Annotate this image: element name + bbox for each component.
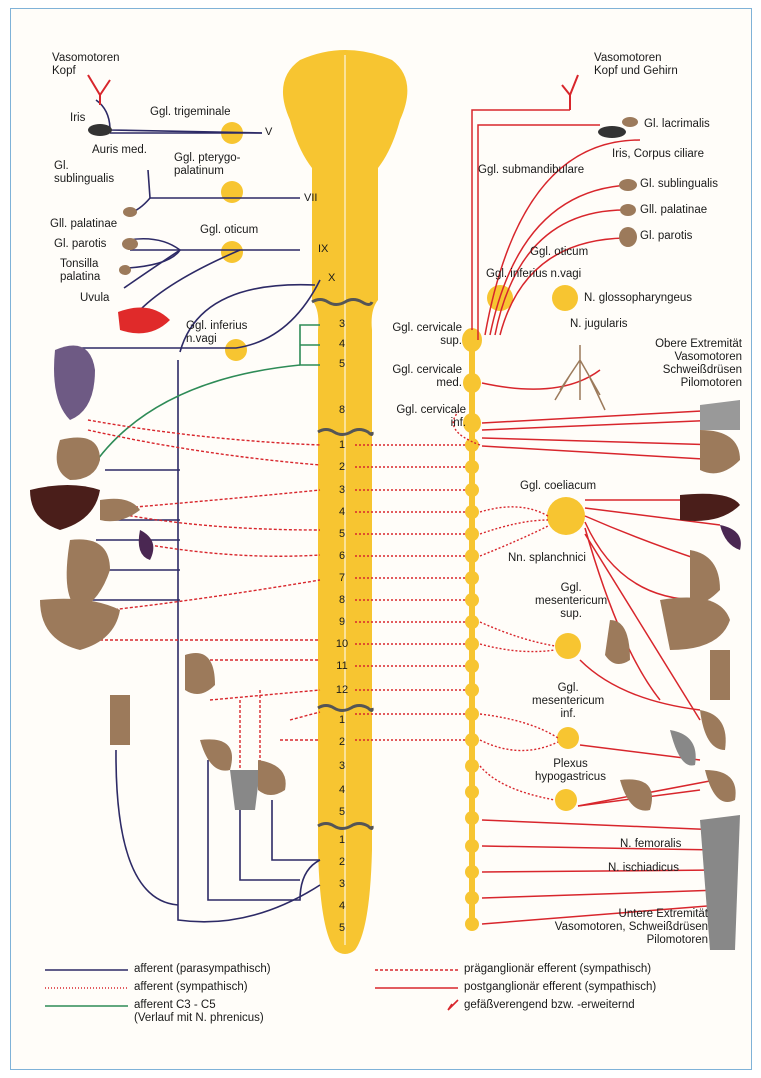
segment-t8: 8 [332, 594, 352, 606]
legend-afferent-sym: afferent (sympathisch) [134, 981, 248, 994]
label-iris: Iris [70, 112, 85, 125]
label-n-femoralis: N. femoralis [620, 838, 681, 851]
label-n-glossopharyngeus: N. glossopharyngeus [584, 292, 692, 305]
segment-s2: 2 [332, 856, 352, 868]
segment-l2: 2 [332, 736, 352, 748]
cranial-nerve-vii: VII [304, 192, 317, 204]
segment-t7: 7 [332, 572, 352, 584]
label-ggl-cervicale-med: Ggl. cervicale med. [366, 364, 462, 390]
segment-l1: 1 [332, 714, 352, 726]
segment-l5: 5 [332, 806, 352, 818]
segment-t6: 6 [332, 550, 352, 562]
label-n-jugularis: N. jugularis [570, 318, 628, 331]
label-tonsilla: Tonsilla palatina [60, 258, 100, 284]
label-ggl-cervicale-sup: Ggl. cervicale sup. [372, 322, 462, 348]
label-ggl-mesentericum-inf: Ggl. mesentericum inf. [532, 682, 604, 721]
segment-s3: 3 [332, 878, 352, 890]
segment-t5: 5 [332, 528, 352, 540]
label-gl-lacrimalis: Gl. lacrimalis [644, 118, 710, 131]
label-gll-palatinae-left: Gll. palatinae [50, 218, 117, 231]
label-vaso-kopf: Vasomotoren Kopf [52, 52, 120, 78]
label-ggl-coeliacum: Ggl. coeliacum [520, 480, 596, 493]
segment-l3: 3 [332, 760, 352, 772]
label-ggl-pterygo: Ggl. pterygo- palatinum [174, 152, 240, 178]
cranial-nerve-x: X [328, 272, 335, 284]
label-untere-extremitaet: Untere Extremität Vasomotoren, Schweißdr… [548, 908, 708, 947]
label-ggl-inferius-right: Ggl. inferius n.vagi [486, 268, 581, 281]
segment-s5: 5 [332, 922, 352, 934]
label-gl-parotis-left: Gl. parotis [54, 238, 106, 251]
label-gl-sublingualis-right: Gl. sublingualis [640, 178, 718, 191]
label-gll-palatinae-right: Gll. palatinae [640, 204, 707, 217]
segment-t12: 12 [332, 684, 352, 696]
segment-t11: 11 [332, 660, 352, 672]
segment-s1: 1 [332, 834, 352, 846]
legend-afferent-para: afferent (parasympathisch) [134, 963, 271, 976]
label-vaso-kopf-gehirn: Vasomotoren Kopf und Gehirn [594, 52, 678, 78]
segment-l4: 4 [332, 784, 352, 796]
organs [30, 117, 741, 950]
label-obere-extremitaet: Obere Extremität Vasomotoren Schweißdrüs… [594, 338, 742, 390]
label-n-ischiadicus: N. ischiadicus [608, 862, 679, 875]
label-plexus-hypogastricus: Plexus hypogastricus [535, 758, 606, 784]
segment-t2: 2 [332, 461, 352, 473]
label-gl-parotis-right: Gl. parotis [640, 230, 692, 243]
cranial-nerve-ix: IX [318, 243, 328, 255]
label-ggl-inferius-left: Ggl. inferius n.vagi [186, 320, 247, 346]
label-ggl-oticum-right: Ggl. oticum [530, 246, 588, 259]
phrenic-path [90, 325, 320, 470]
cranial-nerve-v: V [265, 126, 272, 138]
segment-t3: 3 [332, 484, 352, 496]
segment-c5: 5 [332, 358, 352, 370]
legend-afferent-c3c5: afferent C3 - C5 (Verlauf mit N. phrenic… [134, 999, 264, 1025]
label-auris: Auris med. [92, 144, 147, 157]
label-ggl-submandibulare: Ggl. submandibulare [478, 164, 584, 177]
label-iris-corpus: Iris, Corpus ciliare [612, 148, 704, 161]
segment-t10: 10 [332, 638, 352, 650]
label-uvula: Uvula [80, 292, 109, 305]
legend-gefaess: gefäßverengend bzw. -erweiternd [464, 999, 635, 1012]
label-nn-splanchnici: Nn. splanchnici [508, 552, 586, 565]
legend-postganglionaer: postganglionär efferent (sympathisch) [464, 981, 656, 994]
preganglionic-paths [355, 410, 558, 800]
label-ggl-trigeminale: Ggl. trigeminale [150, 106, 231, 119]
label-ggl-mesentericum-sup: Ggl. mesentericum sup. [535, 582, 607, 621]
segment-t4: 4 [332, 506, 352, 518]
label-ggl-oticum-left: Ggl. oticum [200, 224, 258, 237]
segment-c8: 8 [332, 404, 352, 416]
segment-t1: 1 [332, 439, 352, 451]
segment-c3: 3 [332, 318, 352, 330]
segment-s4: 4 [332, 900, 352, 912]
segment-t9: 9 [332, 616, 352, 628]
segment-c4: 4 [332, 338, 352, 350]
label-gl-sublingualis-left: Gl. sublingualis [54, 160, 114, 186]
label-ggl-cervicale-inf: Ggl. cervicale inf. [370, 404, 466, 430]
legend-praeganglionaer: präganglionär efferent (sympathisch) [464, 963, 651, 976]
